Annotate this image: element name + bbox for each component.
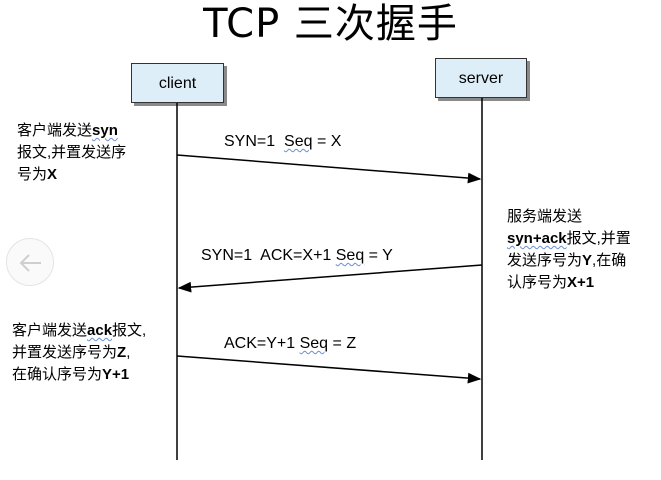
server-box: server	[435, 58, 527, 98]
synack-arrow	[177, 264, 483, 293]
note-keyword: syn	[92, 122, 118, 139]
note-text: 报文,并置	[566, 230, 631, 247]
diagram-title: TCP 三次握手	[203, 1, 458, 47]
ack-message-value: = Z	[328, 335, 357, 352]
note-text: 客户端发送	[17, 122, 93, 139]
note-text: 认序号为	[507, 274, 568, 291]
server-label: server	[458, 70, 504, 87]
note-text: ,	[126, 344, 131, 361]
note-text: 客户端发送	[12, 322, 88, 339]
ack-message-seq: Seq	[299, 335, 329, 352]
note-text: 在确认序号为	[12, 366, 103, 383]
client-box: client	[131, 63, 224, 103]
synack-message-label: SYN=1 ACK=X+1 Seq = Y	[201, 247, 393, 265]
note-keyword: syn+ack	[507, 230, 567, 247]
synack-message-text: SYN=1 ACK=X+1	[201, 247, 336, 264]
back-button[interactable]	[6, 238, 54, 286]
note-keyword: Y	[582, 252, 593, 269]
note-text: 并置发送序号为	[12, 344, 118, 361]
note-text: 报文,并置发送序	[17, 144, 127, 161]
syn-message-seq: Seq	[284, 133, 313, 150]
client-syn-note: 客户端发送syn 报文,并置发送序 号为X	[17, 120, 126, 186]
ack-message-label: ACK=Y+1 Seq = Z	[224, 335, 356, 353]
note-keyword: X+1	[567, 274, 595, 291]
note-text: 号为	[17, 166, 48, 183]
note-keyword: Y+1	[102, 366, 130, 383]
note-keyword: Z	[117, 344, 127, 361]
syn-arrow	[176, 154, 482, 184]
note-keyword: X	[47, 166, 58, 183]
note-text: 发送序号为	[507, 252, 583, 269]
ack-arrow	[176, 355, 482, 384]
client-ack-note: 客户端发送ack报文, 并置发送序号为Z, 在确认序号为Y+1	[12, 320, 146, 386]
note-text: 报文,	[112, 322, 147, 339]
server-synack-note: 服务端发送 syn+ack报文,并置 发送序号为Y,在确 认序号为X+1	[507, 206, 631, 294]
arrow-left-icon	[19, 254, 41, 272]
syn-message-label: SYN=1 Seq = X	[224, 133, 341, 151]
synack-message-seq: Seq	[335, 247, 365, 264]
syn-message-text: SYN=1	[224, 133, 285, 150]
synack-message-value: = Y	[364, 247, 393, 264]
syn-message-value: = X	[312, 133, 342, 150]
ack-message-text: ACK=Y+1	[224, 335, 300, 352]
note-text: 服务端发送	[507, 208, 583, 225]
note-text: ,在确	[592, 252, 627, 269]
note-keyword: ack	[87, 322, 113, 339]
client-label: client	[158, 75, 197, 92]
